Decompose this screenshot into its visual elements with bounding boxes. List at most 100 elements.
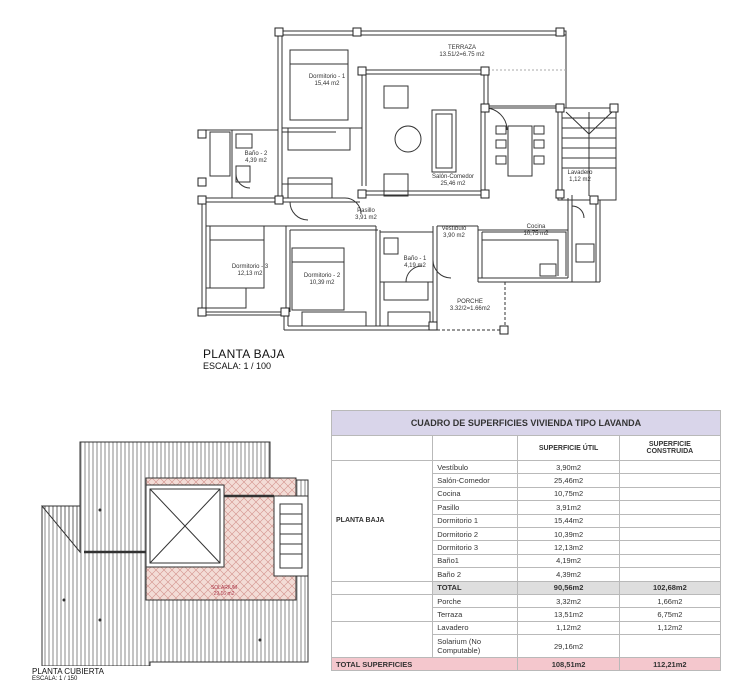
- room-area: 13.51/2=6.75 m2: [439, 52, 485, 58]
- room-bano-1: Baño - 1 4,19 m2: [396, 256, 434, 270]
- ground-floor-plan: [197, 27, 619, 335]
- util-cell: 10,75m2: [517, 486, 620, 502]
- room-area: 1,12 m2: [569, 177, 591, 183]
- room-name-cell: Porche: [432, 593, 519, 609]
- construida-cell: [618, 567, 722, 582]
- table-row: Lavadero 1,12m2 1,12m2: [330, 620, 722, 659]
- room-name: PORCHE: [457, 299, 483, 305]
- util-cell: 13,51m2: [517, 607, 620, 622]
- construida-cell: [618, 634, 722, 659]
- roof-plan-title: PLANTA CUBIERTA: [32, 667, 105, 676]
- surface-table: CUADRO DE SUPERFICIES VIVIENDA TIPO LAVA…: [330, 410, 722, 672]
- construida-cell: [618, 553, 722, 569]
- table-header-row: CUADRO DE SUPERFICIES VIVIENDA TIPO LAVA…: [331, 410, 721, 436]
- room-name: Lavadero: [567, 170, 593, 176]
- room-name: Dormitorio - 3: [231, 264, 269, 270]
- table-row: Salón-Comedor 25,46m2: [332, 473, 722, 488]
- table-row: Porche 3,32m2 1,66m2: [330, 593, 722, 622]
- util-cell: 1,12m2: [517, 620, 620, 636]
- room-name-cell: Baño 2: [432, 567, 519, 582]
- construida-cell: [618, 459, 722, 475]
- util-cell: 4,19m2: [517, 553, 620, 569]
- solarium-label: SOLARIUM 29,16 m2: [204, 585, 244, 597]
- col-construida-line-2: CONSTRUIDA: [646, 448, 694, 455]
- room-pasillo: Pasillo 3,91 m2: [348, 208, 384, 222]
- empty-header-cell: [330, 435, 434, 461]
- room-lavadero: Lavadero 1,12 m2: [560, 170, 600, 184]
- room-area: 4,19 m2: [404, 263, 426, 269]
- util-cell: 29,16m2: [517, 634, 620, 659]
- room-name: Pasillo: [357, 208, 375, 214]
- grand-total-label: TOTAL SUPERFICIES: [330, 657, 519, 672]
- room-area: 3,90 m2: [443, 233, 465, 239]
- roof-plan: [40, 441, 309, 666]
- empty-cell: [330, 620, 434, 659]
- total-util: 90,56m2: [517, 580, 620, 595]
- grand-total-util: 108,51m2: [517, 657, 620, 672]
- construida-cell: [618, 540, 722, 555]
- room-area: 10,75 m2: [523, 231, 549, 237]
- room-name: TERRAZA: [447, 45, 476, 51]
- room-area: 25,46 m2: [440, 181, 466, 187]
- room-terraza: TERRAZA 13.51/2=6.75 m2: [430, 45, 494, 59]
- room-name: Cocina: [526, 224, 546, 230]
- table-row: Cocina 10,75m2: [332, 486, 722, 502]
- table-row: PLANTA BAJA Vestíbulo 3,90m2: [330, 459, 722, 582]
- col-construida-line-1: SUPERFICIE: [648, 441, 691, 448]
- total-row: TOTAL 90,56m2 102,68m2: [330, 580, 722, 595]
- room-name-cell: Dormitorio 2: [432, 526, 519, 542]
- plan-scale: ESCALA: 1 / 100: [203, 361, 272, 371]
- util-cell: 25,46m2: [517, 473, 620, 488]
- grand-total-construida: 112,21m2: [618, 657, 722, 672]
- construida-cell: [618, 526, 722, 542]
- total-construida: 102,68m2: [618, 580, 722, 595]
- util-cell: 4,39m2: [517, 567, 620, 582]
- col-superficie-util: SUPERFICIE ÚTIL: [517, 435, 620, 461]
- col-superficie-construida: SUPERFICIE CONSTRUIDA: [618, 435, 722, 461]
- util-cell: 3,91m2: [517, 500, 620, 515]
- room-salon-comedor: Salón-Comedor 25,46 m2: [425, 174, 481, 188]
- room-name-cell: Lavadero: [432, 620, 519, 636]
- plan-title: PLANTA BAJA: [203, 347, 285, 361]
- room-cocina: Cocina 10,75 m2: [516, 224, 556, 238]
- room-name: Dormitorio - 2: [303, 273, 341, 279]
- solarium-name: SOLARIUM: [210, 585, 238, 591]
- table-title: CUADRO DE SUPERFICIES VIVIENDA TIPO LAVA…: [331, 410, 721, 436]
- room-name: Vestíbulo: [441, 226, 467, 232]
- room-area: 10,39 m2: [309, 280, 335, 286]
- room-name-cell: Dormitorio 1: [432, 513, 519, 528]
- table-row: Pasillo 3,91m2: [332, 500, 722, 515]
- room-name-cell: Solarium (No Computable): [432, 634, 519, 659]
- column-header-row: SUPERFICIE ÚTIL SUPERFICIE CONSTRUIDA: [330, 435, 722, 461]
- construida-cell: [618, 486, 722, 502]
- construida-cell: 1,66m2: [618, 593, 722, 609]
- section-planta-baja: PLANTA BAJA: [330, 460, 434, 582]
- construida-cell: 1,12m2: [618, 620, 722, 636]
- room-name: Baño - 2: [244, 151, 268, 157]
- room-name-cell: Dormitorio 3: [432, 540, 519, 555]
- table-row: Dormitorio 3 12,13m2: [332, 540, 722, 555]
- grand-total-row: TOTAL SUPERFICIES 108,51m2 112,21m2: [330, 657, 722, 672]
- construida-cell: 6,75m2: [618, 607, 722, 622]
- util-cell: 3,90m2: [517, 459, 620, 475]
- table-row: Baño1 4,19m2: [332, 553, 722, 569]
- room-area: 4,39 m2: [245, 158, 267, 164]
- room-dormitorio-2: Dormitorio - 2 10,39 m2: [296, 273, 348, 287]
- room-vestibulo: Vestíbulo 3,90 m2: [434, 226, 474, 240]
- solarium-area: 29,16 m2: [213, 591, 235, 597]
- empty-header-cell: [432, 435, 519, 461]
- construida-cell: [618, 473, 722, 488]
- construida-cell: [618, 500, 722, 515]
- roof-plan-scale: ESCALA: 1 / 150: [32, 676, 78, 682]
- util-cell: 10,39m2: [517, 526, 620, 542]
- room-name-cell: Salón-Comedor: [432, 473, 519, 488]
- room-name: Dormitorio - 1: [308, 74, 346, 80]
- util-cell: 15,44m2: [517, 513, 620, 528]
- room-porche: PORCHE 3.32/2=1.66m2: [440, 299, 500, 313]
- room-name-cell: Pasillo: [432, 500, 519, 515]
- room-bano-2: Baño - 2 4,39 m2: [236, 151, 276, 165]
- room-name: Salón-Comedor: [431, 174, 475, 180]
- room-area: 3,91 m2: [355, 215, 377, 221]
- empty-cell: [330, 580, 434, 595]
- room-name-cell: Vestíbulo: [432, 459, 519, 475]
